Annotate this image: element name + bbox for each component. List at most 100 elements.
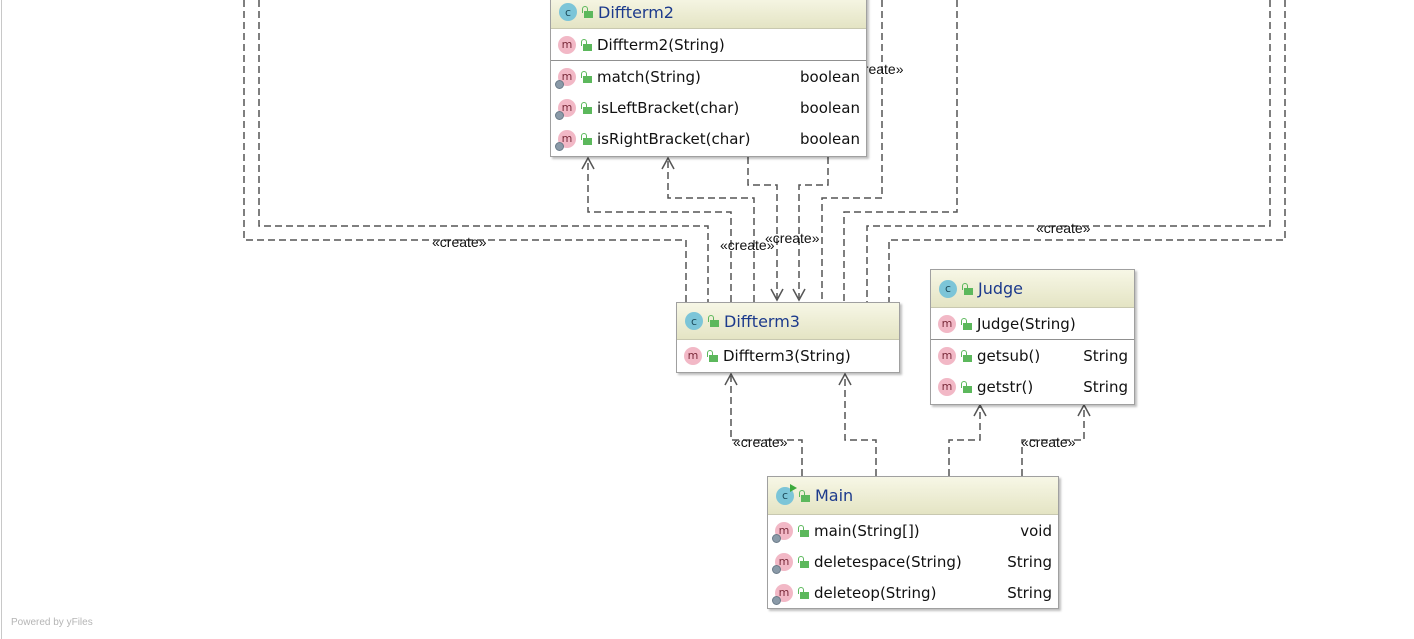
separator: [551, 60, 866, 61]
constructor-row[interactable]: m Diffterm2(String): [551, 29, 866, 60]
public-lock-icon: [581, 132, 593, 145]
edge-outer-left-2: [258, 0, 709, 302]
edge-d2-d3-a: [747, 157, 778, 298]
edge-main-judge-a: [948, 407, 981, 476]
class-name: Diffterm2: [598, 2, 674, 22]
edge-label-create: «create»: [733, 434, 788, 450]
constructor-row[interactable]: m Diffterm3(String): [677, 340, 899, 371]
public-lock-icon: [581, 38, 593, 51]
class-header[interactable]: c Diffterm3: [677, 303, 899, 340]
public-lock-icon: [799, 489, 811, 502]
method-row[interactable]: m deletespace(String) String: [768, 546, 1058, 577]
member-name: Judge(String): [977, 314, 1076, 333]
public-lock-icon: [798, 586, 810, 599]
class-node-diffterm2[interactable]: c Diffterm2 m Diffterm2(String) m match(…: [550, 0, 867, 157]
method-icon: m: [684, 346, 702, 365]
edge-label-create: «create»: [1021, 434, 1076, 450]
edge-d3-d2-b: [667, 160, 755, 302]
class-icon: c: [685, 312, 703, 330]
class-node-main[interactable]: c Main m main(String[]) void m deletespa…: [767, 476, 1059, 609]
member-type: String: [1007, 552, 1052, 571]
class-icon-glyph: c: [944, 282, 952, 295]
run-triangle-icon: [790, 483, 797, 492]
method-row[interactable]: m main(String[]) void: [768, 515, 1058, 546]
method-icon-glyph: m: [687, 349, 699, 362]
arrowhead: [724, 372, 738, 386]
arrowhead: [661, 156, 675, 170]
public-lock-icon: [708, 315, 720, 327]
canvas-border: [1, 0, 2, 639]
edge-main-d3-b: [844, 376, 877, 476]
method-icon-glyph: m: [561, 101, 573, 114]
method-icon: m: [938, 346, 956, 365]
edge-main-d3-a: [730, 376, 803, 476]
method-icon: m: [555, 67, 576, 89]
class-header[interactable]: c Main: [768, 477, 1058, 515]
method-icon-glyph: m: [778, 524, 790, 537]
member-name: Diffterm2(String): [597, 35, 725, 54]
edge-main-judge-b: [1021, 407, 1085, 476]
method-icon-glyph: m: [778, 586, 790, 599]
method-icon: m: [555, 98, 576, 120]
edge-label-create: «create»: [720, 237, 775, 253]
constructor-row[interactable]: m Judge(String): [931, 308, 1134, 339]
edge-right-4: [888, 0, 1286, 302]
edge-d3-d2-a: [587, 160, 732, 302]
edge-label-create: «create»: [765, 230, 820, 246]
method-icon-glyph: m: [778, 555, 790, 568]
public-lock-icon: [961, 380, 973, 393]
member-type: boolean: [800, 98, 860, 117]
static-gear-icon: [555, 79, 564, 89]
method-icon-glyph: m: [561, 38, 573, 51]
method-icon-glyph: m: [941, 349, 953, 362]
member-type: boolean: [800, 129, 860, 148]
public-lock-icon: [581, 70, 593, 83]
class-header[interactable]: c Judge: [931, 270, 1134, 308]
arrowhead: [838, 372, 852, 386]
method-row[interactable]: m isLeftBracket(char) boolean: [551, 92, 866, 123]
member-type: String: [1007, 583, 1052, 602]
member-name: main(String[]): [814, 521, 920, 540]
public-lock-icon: [798, 555, 810, 568]
method-row[interactable]: m isRightBracket(char) boolean: [551, 123, 866, 154]
edge-right-3: [866, 0, 1271, 302]
powered-by-label: Powered by yFiles: [11, 617, 93, 628]
method-row[interactable]: m getstr() String: [931, 371, 1134, 402]
edge-d2-d3-b: [798, 157, 829, 298]
public-lock-icon: [581, 101, 593, 114]
method-row[interactable]: m getsub() String: [931, 340, 1134, 371]
method-icon-glyph: m: [561, 70, 573, 83]
member-type: String: [1083, 377, 1128, 396]
public-lock-icon: [707, 349, 719, 362]
method-icon: m: [772, 521, 793, 543]
member-name: deleteop(String): [814, 583, 937, 602]
member-type: String: [1083, 346, 1128, 365]
member-type: boolean: [800, 67, 860, 86]
member-name: getstr(): [977, 377, 1034, 396]
class-icon-glyph: c: [564, 5, 572, 19]
method-row[interactable]: m match(String) boolean: [551, 61, 866, 92]
static-gear-icon: [772, 595, 781, 605]
separator: [931, 339, 1134, 340]
method-icon-glyph: m: [561, 132, 573, 145]
class-node-diffterm3[interactable]: c Diffterm3 m Diffterm3(String): [676, 302, 900, 373]
method-row[interactable]: m deleteop(String) String: [768, 577, 1058, 608]
member-name: isRightBracket(char): [597, 129, 751, 148]
edge-right-1: [821, 0, 883, 302]
member-name: isLeftBracket(char): [597, 98, 740, 117]
method-icon: m: [772, 583, 793, 605]
arrowhead: [792, 288, 806, 302]
class-node-judge[interactable]: c Judge m Judge(String) m getsub() Strin…: [930, 269, 1135, 405]
member-name: match(String): [597, 67, 701, 86]
public-lock-icon: [962, 282, 974, 295]
class-header[interactable]: c Diffterm2: [551, 0, 866, 29]
method-icon: m: [938, 377, 956, 396]
method-icon-glyph: m: [941, 380, 953, 393]
edge-label-create: «create»: [432, 234, 487, 250]
public-lock-icon: [798, 524, 810, 537]
static-gear-icon: [772, 533, 781, 543]
class-name: Diffterm3: [724, 311, 800, 331]
static-gear-icon: [772, 564, 781, 574]
class-icon: c: [939, 279, 957, 298]
